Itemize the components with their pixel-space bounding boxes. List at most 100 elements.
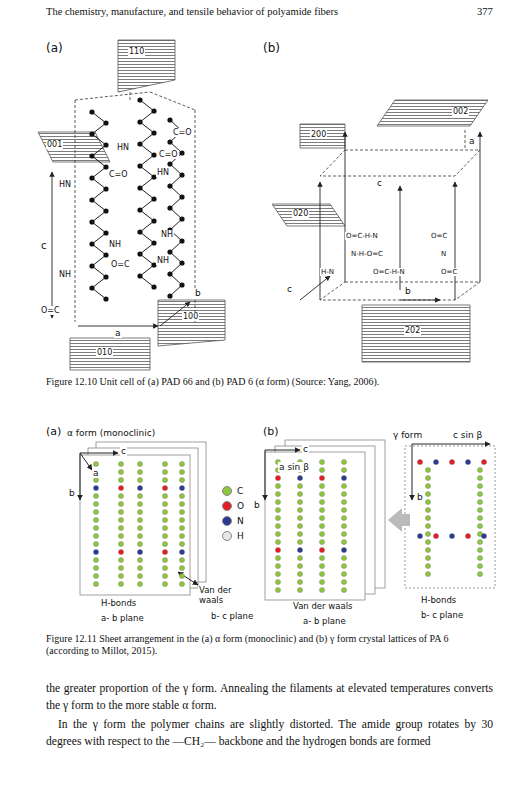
atom: [93, 541, 98, 546]
atom: [297, 515, 302, 520]
atom: [319, 531, 324, 536]
figure-label: a- b plane: [302, 617, 347, 627]
atom: [319, 571, 324, 576]
atom: [275, 555, 280, 560]
carbon-atom: [151, 240, 156, 245]
atom: [481, 459, 486, 464]
atom: [179, 509, 184, 514]
atom: [137, 493, 142, 498]
atom: [118, 533, 123, 538]
figure-rect: [80, 455, 190, 595]
figure-rect: [405, 446, 495, 588]
atom: [137, 525, 142, 530]
atom: [425, 531, 430, 536]
atom: [433, 459, 438, 464]
atom: [275, 475, 280, 480]
atom: [118, 493, 123, 498]
carbon-atom: [103, 164, 108, 169]
atom: [341, 475, 346, 480]
figure-label: γ form: [392, 430, 423, 440]
carbon-atom: [167, 249, 172, 254]
figure-label: c: [376, 178, 383, 188]
atom: [341, 467, 346, 472]
atom: [162, 533, 167, 538]
atom: [433, 533, 438, 538]
figure-label: c: [40, 240, 48, 252]
figure-label: (b): [262, 40, 281, 57]
atom: [477, 483, 482, 488]
atom: [118, 581, 123, 586]
atom: [179, 501, 184, 506]
legend-entry: H: [222, 531, 244, 541]
figure-label: α form (monoclinic): [66, 428, 156, 438]
carbon-atom: [167, 161, 172, 166]
figure-g: [80, 453, 198, 585]
carbon-atom: [89, 197, 94, 202]
atom: [319, 555, 324, 560]
atom: [93, 517, 98, 522]
carbon-atom: [89, 131, 94, 136]
atom: [179, 485, 184, 490]
figure-label: C=O: [172, 128, 193, 137]
atom: [137, 549, 142, 554]
figure-label: b- c plane: [210, 612, 254, 622]
atom: [162, 485, 167, 490]
atom: [162, 581, 167, 586]
atom: [477, 523, 482, 528]
carbon-atom: [137, 119, 142, 124]
atom: [137, 517, 142, 522]
atom: [275, 579, 280, 584]
atom: [275, 531, 280, 536]
atom: [425, 507, 430, 512]
atom: [319, 563, 324, 568]
atom: [162, 461, 167, 466]
atom: [179, 573, 184, 578]
legend-entry: C: [222, 486, 243, 496]
atom: [425, 515, 430, 520]
carbon-atom: [151, 218, 156, 223]
atom: [137, 541, 142, 546]
carbon-atom: [179, 172, 184, 177]
atom: [477, 507, 482, 512]
figure-line: [412, 444, 490, 445]
figure-polygon: [300, 124, 345, 148]
carbon-atom: [167, 117, 172, 122]
carbon-atom: [179, 150, 184, 155]
atom: [118, 469, 123, 474]
atom: [179, 549, 184, 554]
atom: [118, 549, 123, 554]
atom: [477, 515, 482, 520]
atom: [297, 483, 302, 488]
atom: [118, 509, 123, 514]
body-text: In the γ form the polymer chains are sli…: [45, 716, 494, 750]
polymer-chain: [92, 112, 106, 299]
atom: [93, 565, 98, 570]
carbon-atom: [103, 120, 108, 125]
atom: [417, 459, 422, 464]
atom: [162, 517, 167, 522]
atom: [118, 501, 123, 506]
figure-label: O=C: [40, 306, 61, 315]
atom: [341, 555, 346, 560]
atom: [93, 525, 98, 530]
figure-label: b: [416, 492, 424, 502]
figure-label: c: [302, 444, 309, 454]
atom: [341, 523, 346, 528]
carbon-atom: [167, 183, 172, 188]
atom: [297, 555, 302, 560]
legend-entry: O: [222, 501, 244, 511]
legend-text: H: [237, 531, 244, 541]
atom: [319, 491, 324, 496]
carbon-atom: [167, 205, 172, 210]
atom: [162, 509, 167, 514]
figure-label: a: [92, 468, 100, 478]
figure-g: [265, 444, 490, 500]
figure-label: b: [194, 288, 202, 298]
figure-g: [300, 132, 480, 300]
atom: [341, 579, 346, 584]
legend-text: C: [237, 486, 243, 496]
figure-label: (b): [262, 426, 280, 439]
atom: [417, 533, 422, 538]
carbon-atom: [179, 194, 184, 199]
figure-label: HN: [156, 168, 170, 177]
